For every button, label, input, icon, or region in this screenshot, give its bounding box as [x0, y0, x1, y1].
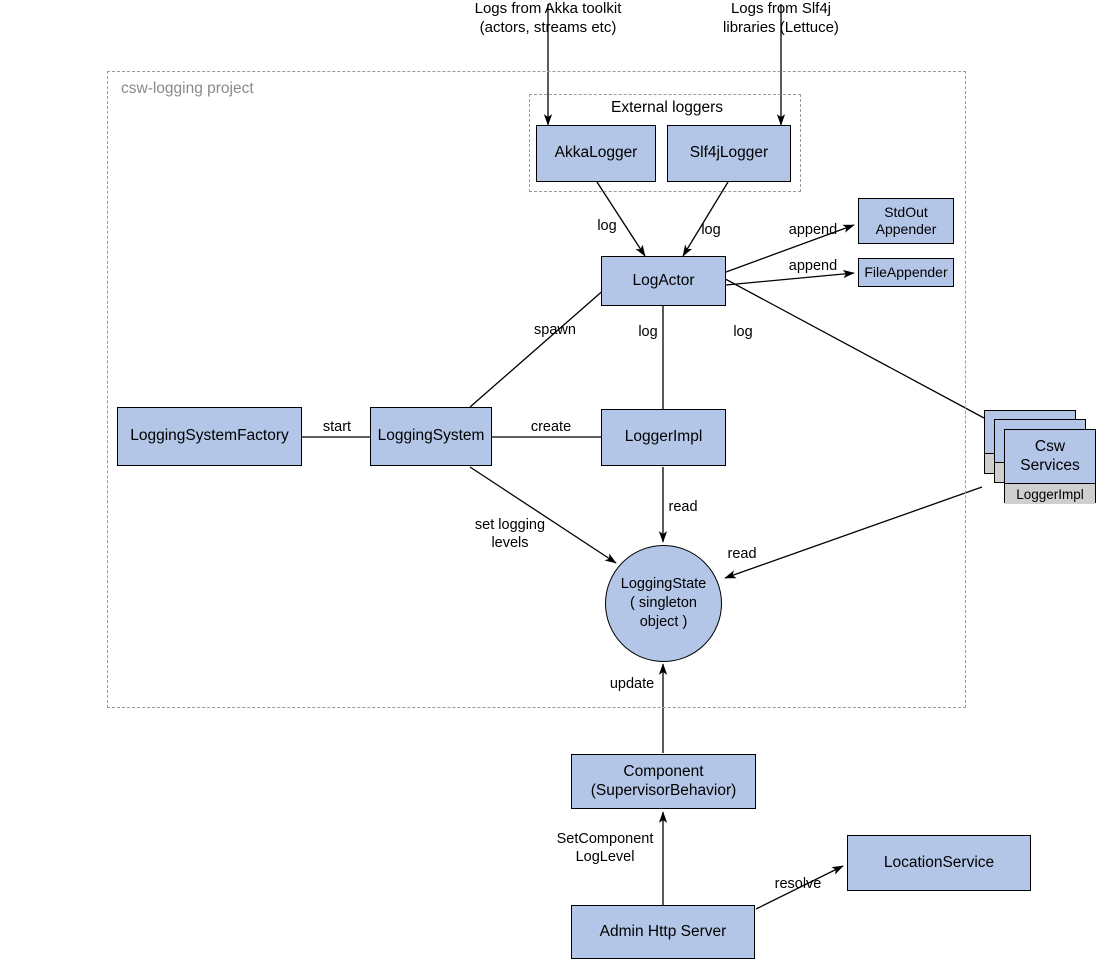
edge-label-start: start [322, 419, 352, 435]
node-log-actor[interactable]: LogActor [601, 256, 726, 306]
node-component-supervisor-behavior[interactable]: Component (SupervisorBehavior) [571, 754, 756, 809]
edge-label-create: create [530, 419, 572, 435]
edge-label-log-cswservices: log [733, 324, 753, 340]
logging-state-line-2: ( singleton [630, 595, 697, 612]
edge-label-log-slf4j: log [701, 222, 721, 238]
edge-label-append-stdout: append [788, 222, 838, 238]
edge-label-spawn: spawn [534, 322, 576, 338]
edge-label-setcomponent-loglevel: SetComponent LogLevel [556, 831, 654, 865]
edge-label-append-file: append [788, 258, 838, 274]
node-admin-http-server[interactable]: Admin Http Server [571, 905, 755, 959]
annotation-slf4j-source: Logs from Slf4j libraries (Lettuce) [723, 0, 839, 36]
edge-label-log-loggerimpl: log [638, 324, 658, 340]
node-stdout-appender[interactable]: StdOut Appender [858, 198, 954, 244]
node-file-appender[interactable]: FileAppender [858, 258, 954, 287]
annotation-akka-source: Logs from Akka toolkit (actors, streams … [474, 0, 622, 36]
csw-services-footer-loggerimpl: LoggerImpl [1005, 483, 1095, 504]
group-external-loggers-label: External loggers [611, 99, 724, 116]
edge-label-resolve: resolve [774, 876, 822, 892]
edge-label-read-cswservices: read [727, 546, 757, 562]
logging-state-line-3: object ) [639, 613, 688, 630]
node-logging-system[interactable]: LoggingSystem [370, 407, 492, 466]
node-location-service[interactable]: LocationService [847, 835, 1031, 891]
edge-label-read-loggerimpl: read [668, 499, 698, 515]
edge-label-log-akka: log [597, 218, 617, 234]
csw-services-card-front[interactable]: Csw Services LoggerImpl [1004, 429, 1096, 504]
node-csw-services-stack[interactable]: Csw Services LoggerImpl [984, 410, 1096, 504]
node-slf4j-logger[interactable]: Slf4jLogger [667, 125, 791, 182]
node-logging-state[interactable]: LoggingState ( singleton object ) [605, 545, 722, 662]
logging-state-line-1: LoggingState [620, 576, 707, 593]
group-csw-logging-project-label: csw-logging project [121, 80, 254, 97]
node-logging-system-factory[interactable]: LoggingSystemFactory [117, 407, 302, 466]
csw-services-title: Csw Services [1020, 438, 1080, 474]
node-logger-impl[interactable]: LoggerImpl [601, 409, 726, 466]
edge-label-set-logging-levels: set logging levels [474, 517, 546, 551]
group-external-loggers [529, 94, 801, 192]
edge-label-update: update [609, 676, 655, 692]
node-akka-logger[interactable]: AkkaLogger [536, 125, 656, 182]
